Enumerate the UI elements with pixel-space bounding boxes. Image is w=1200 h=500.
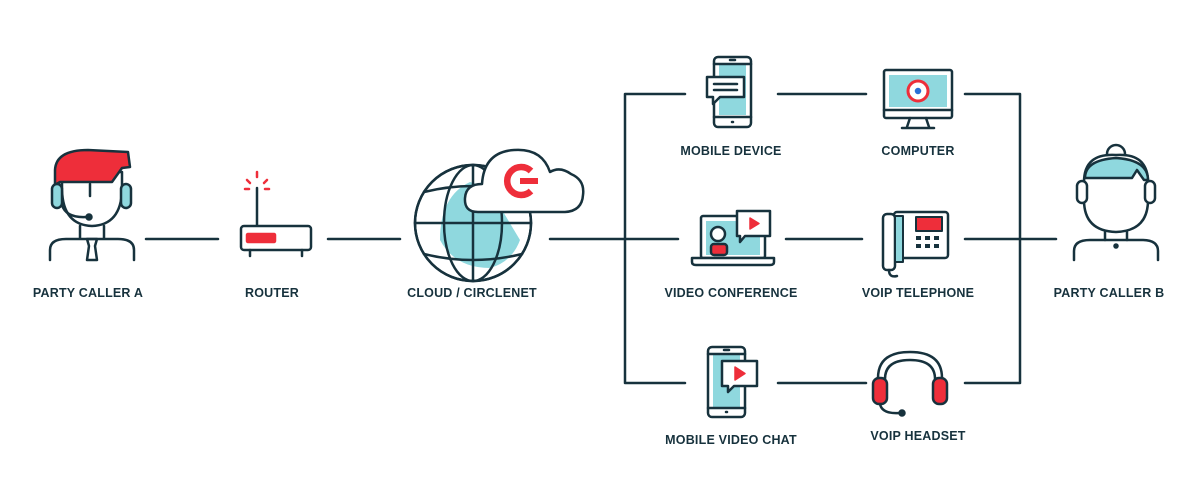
- connector-lines: [144, 92, 1058, 385]
- laptop-video-icon: [690, 209, 776, 267]
- globe-cloud-icon: [413, 148, 585, 283]
- voip-headset-label: VOIP HEADSET: [870, 429, 966, 443]
- router-label: ROUTER: [245, 286, 299, 300]
- desk-phone-icon: [881, 210, 950, 278]
- desktop-monitor-icon: [882, 68, 954, 130]
- headset-icon: [871, 350, 949, 417]
- smartphone-video-icon: [706, 345, 759, 419]
- person-with-headset-icon: [1072, 143, 1160, 262]
- voip-telephone-label: VOIP TELEPHONE: [861, 286, 975, 300]
- party-caller-b-label: PARTY CALLER B: [1053, 286, 1165, 300]
- video-conference-label: VIDEO CONFERENCE: [664, 286, 798, 300]
- mobile-device-label: MOBILE DEVICE: [680, 144, 782, 158]
- smartphone-chat-icon: [705, 55, 753, 129]
- mobile-video-chat-label: MOBILE VIDEO CHAT: [665, 433, 797, 447]
- party-caller-a-label: PARTY CALLER A: [32, 286, 144, 300]
- router-icon: [239, 170, 313, 258]
- computer-label: COMPUTER: [881, 144, 955, 158]
- cloud-label: CLOUD / CIRCLENET: [407, 286, 537, 300]
- person-with-headset-icon: [48, 148, 136, 262]
